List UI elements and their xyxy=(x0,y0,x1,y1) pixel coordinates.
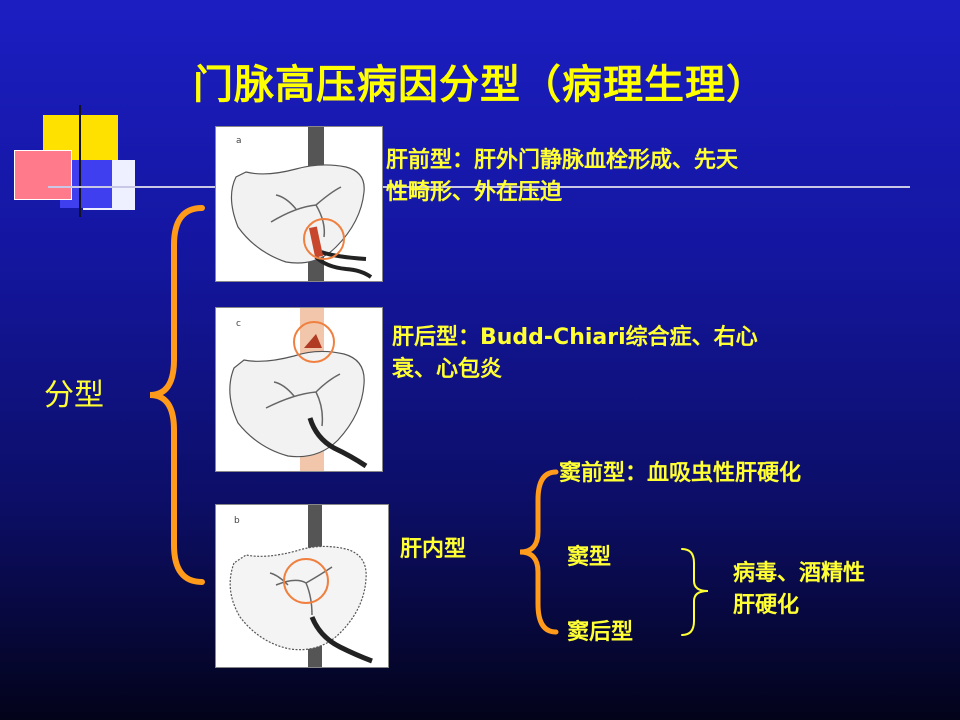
liver-panel-prehepatic: a xyxy=(215,126,383,282)
prehepatic-line2: 性畸形、外在压迫 xyxy=(386,180,563,205)
postsinusoidal-text: 窦后型 xyxy=(567,620,634,645)
sinusoidal-cause: 病毒、酒精性 肝硬化 xyxy=(733,558,865,622)
panel-letter-b: b xyxy=(234,516,240,526)
intrahepatic-brace xyxy=(519,469,559,635)
liver-panel-posthepatic: c xyxy=(215,307,383,472)
panel-letter-c: c xyxy=(236,319,241,329)
decor-horizontal-line xyxy=(48,186,910,188)
cause-line1: 病毒、酒精性 xyxy=(733,561,866,586)
main-brace xyxy=(149,205,205,585)
prehepatic-line1: 肝前型：肝外门静脉血栓形成、先天 xyxy=(386,148,739,173)
cause-brace xyxy=(681,548,709,636)
intrahepatic-label: 肝内型 xyxy=(400,537,467,562)
slide-title: 门脉高压病因分型（病理生理） xyxy=(193,62,767,108)
liver-panel-intrahepatic: b xyxy=(215,504,389,668)
presinusoidal-text: 窦前型：血吸虫性肝硬化 xyxy=(559,461,802,486)
decor-vertical-line xyxy=(79,105,81,217)
panel-letter-a: a xyxy=(236,136,242,146)
posthepatic-line1: 肝后型：Budd-Chiari综合症、右心 xyxy=(392,325,758,350)
classification-label: 分型 xyxy=(44,378,104,413)
posthepatic-line2: 衰、心包炎 xyxy=(392,357,503,382)
prehepatic-description: 肝前型：肝外门静脉血栓形成、先天 性畸形、外在压迫 xyxy=(386,145,926,209)
posthepatic-description: 肝后型：Budd-Chiari综合症、右心 衰、心包炎 xyxy=(392,322,932,386)
sinusoidal-text: 窦型 xyxy=(567,545,612,570)
cause-line2: 肝硬化 xyxy=(733,593,800,618)
decor-pink-square xyxy=(14,150,72,200)
